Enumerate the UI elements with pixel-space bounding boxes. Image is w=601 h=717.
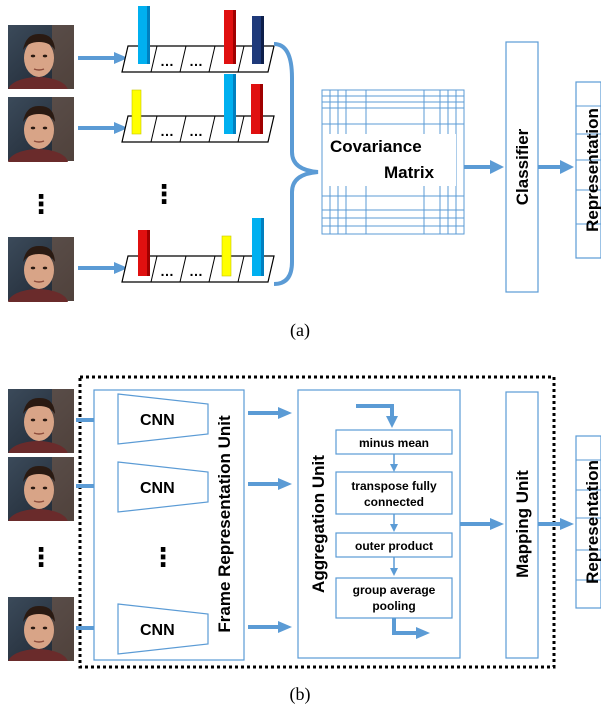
svg-text:…: … <box>160 53 174 69</box>
svg-text:group average: group average <box>353 583 436 597</box>
bar-blue <box>252 218 261 276</box>
classifier-box: Classifier <box>505 41 539 293</box>
svg-text:CNN: CNN <box>140 412 175 429</box>
svg-text:pooling: pooling <box>372 599 415 613</box>
step-minus-mean <box>335 429 453 455</box>
bar-blue <box>224 74 233 134</box>
representation-label-a: Representation <box>583 108 601 232</box>
svg-text:…: … <box>189 123 203 139</box>
caption-b: (b) <box>290 684 311 705</box>
face-image <box>8 597 74 661</box>
svg-text:CNN: CNN <box>140 622 175 639</box>
merge-brace <box>273 42 319 286</box>
svg-text:CNN: CNN <box>140 480 175 497</box>
representation-label-b: Representation <box>583 460 601 584</box>
aggregation-unit-label: Aggregation Unit <box>309 455 328 593</box>
representation-box-a: Representation <box>575 81 601 259</box>
bar-blue <box>138 6 147 64</box>
aggregation-unit: Aggregation Unit minus mean transpose fu… <box>297 389 461 659</box>
vertical-ellipsis-a2: ⋮ <box>151 179 177 209</box>
svg-text:…: … <box>160 263 174 279</box>
step-group-average-pooling <box>335 577 453 619</box>
svg-text:…: … <box>189 53 203 69</box>
classifier-label: Classifier <box>513 128 532 205</box>
panel-b: ⋮ CNN CNN ⋮ CNN Frame Representation Uni… <box>8 375 601 705</box>
cnn-block-3 <box>117 603 209 655</box>
mapping-unit-label: Mapping Unit <box>513 470 532 578</box>
feature-strip-3: … … <box>121 218 275 283</box>
face-image <box>8 96 74 162</box>
bar-red <box>251 84 260 134</box>
svg-text:outer product: outer product <box>355 539 433 553</box>
representation-box-b: Representation <box>575 435 601 609</box>
feature-strip-2: … … <box>121 74 275 143</box>
face-image <box>8 25 74 89</box>
frame-representation-unit: CNN CNN ⋮ CNN Frame Representation Unit <box>93 389 245 661</box>
vertical-ellipsis-cnn: ⋮ <box>150 542 176 572</box>
svg-text:…: … <box>189 263 203 279</box>
vertical-ellipsis-a: ⋮ <box>28 189 54 219</box>
svg-text:…: … <box>160 123 174 139</box>
face-image <box>8 236 74 302</box>
bar-red <box>138 230 147 276</box>
bar-navy <box>252 16 261 64</box>
covariance-matrix: Covariance Matrix <box>321 89 465 235</box>
panel-a: ⋮ … … … … <box>8 6 601 341</box>
vertical-ellipsis-b: ⋮ <box>28 542 54 572</box>
caption-a: (a) <box>290 320 310 341</box>
covariance-label-2: Matrix <box>384 163 435 182</box>
face-image <box>8 457 74 521</box>
step-transpose-fully-connected <box>335 471 453 515</box>
input-arrow <box>356 404 394 418</box>
svg-text:connected: connected <box>364 495 424 509</box>
bar-yellow <box>221 235 232 277</box>
covariance-label-1: Covariance <box>330 137 422 156</box>
face-to-feature-arrows <box>78 52 128 274</box>
bar-yellow <box>131 89 142 135</box>
cnn-block-2 <box>117 461 209 513</box>
svg-text:minus mean: minus mean <box>359 436 429 450</box>
mapping-unit: Mapping Unit <box>505 391 539 659</box>
frame-to-aggregation-arrows <box>248 407 292 633</box>
feature-strip-1: … … <box>121 6 275 73</box>
output-arrow <box>392 618 418 635</box>
cnn-block-1 <box>117 393 209 445</box>
step-outer-product <box>335 532 453 558</box>
bar-red <box>224 10 233 64</box>
frame-unit-label: Frame Representation Unit <box>215 415 234 633</box>
svg-text:transpose fully: transpose fully <box>351 479 437 493</box>
